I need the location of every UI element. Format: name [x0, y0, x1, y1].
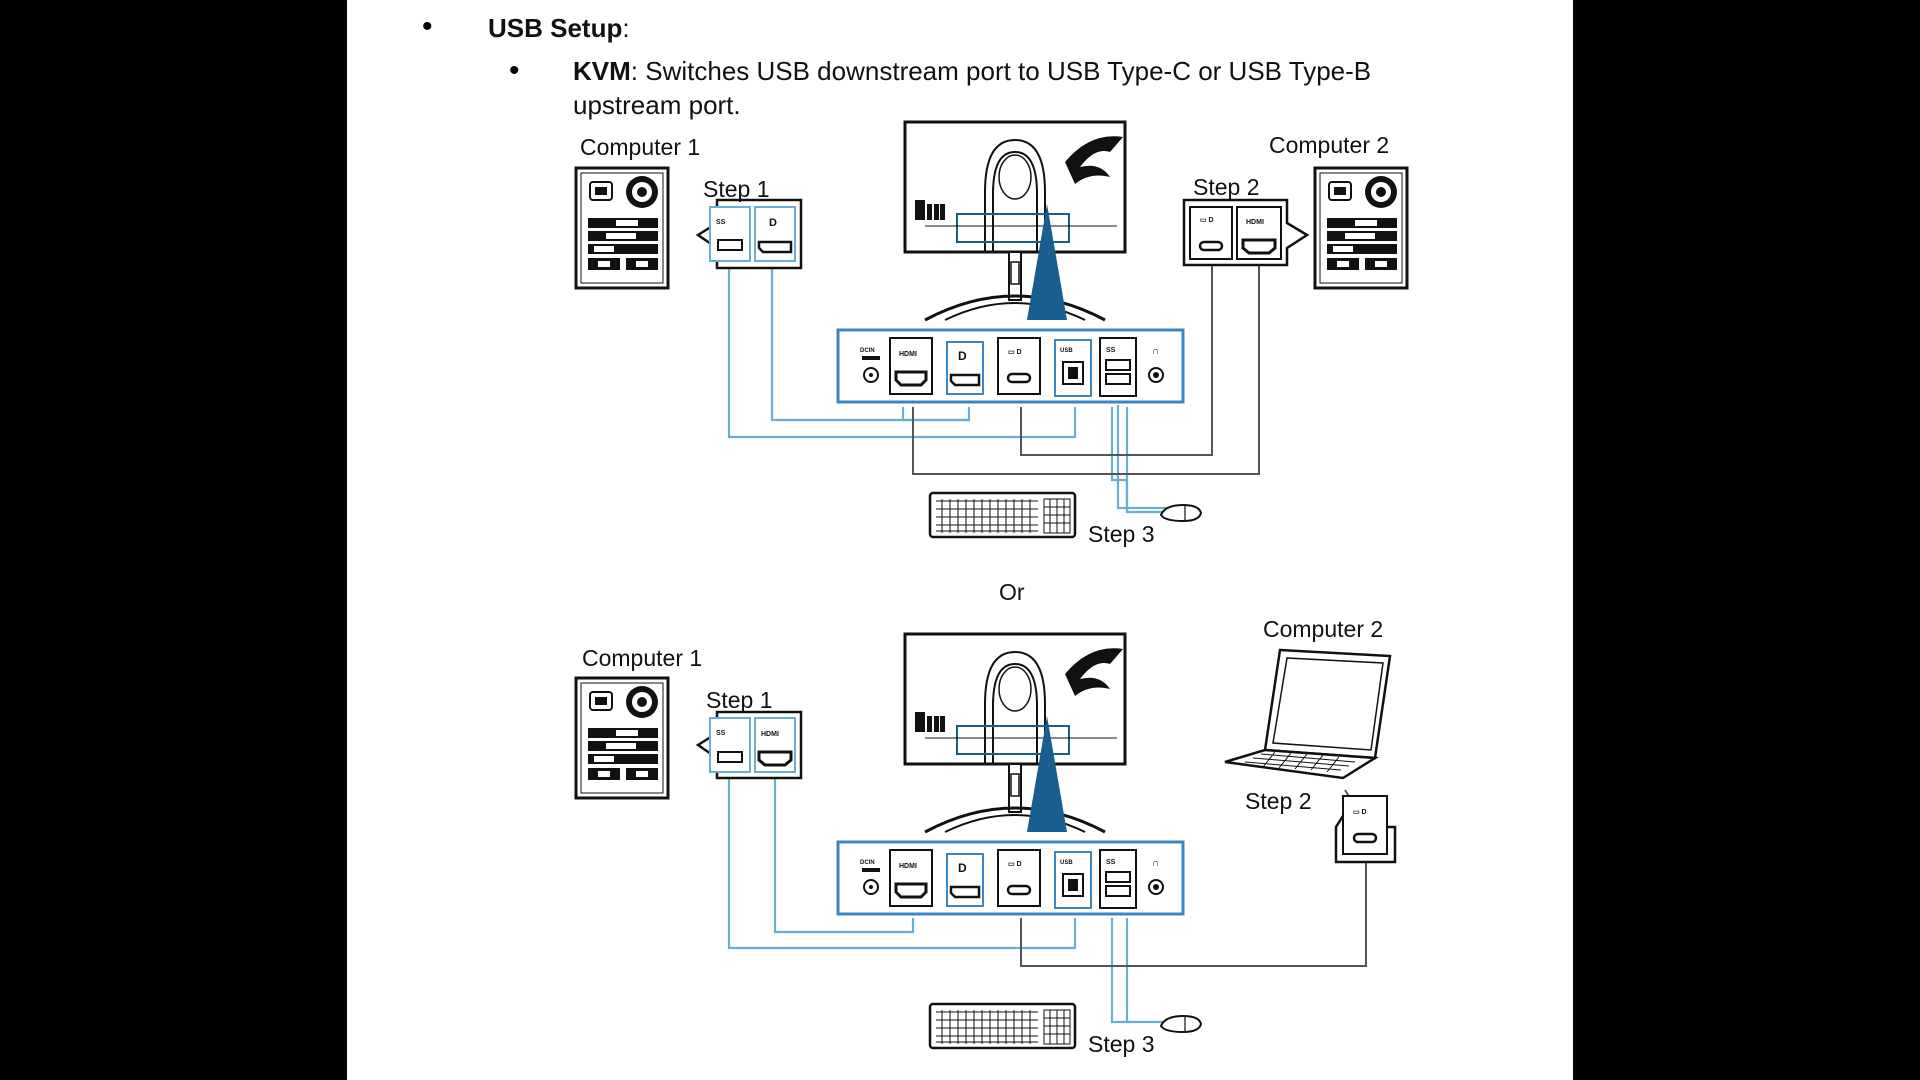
usb-setup-heading: USB Setup: — [488, 11, 630, 45]
kvm-desc-line1: Switches USB downstream port to USB Type… — [638, 56, 1372, 86]
keyboard-icon — [928, 491, 1077, 539]
step2-label-2: Step 2 — [1245, 788, 1312, 814]
or-separator: Or — [999, 579, 1025, 605]
step2-port-callout: ▭ D HDMI — [1182, 198, 1310, 267]
kvm-term: KVM — [573, 56, 631, 86]
step1-port-callout-2: SS HDMI — [695, 710, 803, 780]
step3-label: Step 3 — [1088, 521, 1155, 547]
heading-bullet: • — [422, 10, 433, 43]
svg-text:SS: SS — [716, 219, 726, 226]
svg-text:D: D — [769, 217, 777, 229]
usb-setup-colon: : — [622, 13, 630, 43]
monitor-port-panel-2 — [836, 840, 1185, 916]
computer2-label-2: Computer 2 — [1263, 616, 1383, 642]
mouse-icon-2 — [1160, 1015, 1202, 1033]
step3-label-2: Step 3 — [1088, 1031, 1155, 1057]
usb-setup-title: USB Setup — [488, 13, 623, 43]
diagram-kvm-desktop-laptop: SS HDMI ▭ D Computer 1 Computer 2 Step 1… — [574, 616, 1397, 1057]
computer1-tower-icon-2 — [574, 676, 670, 800]
monitor-rear-icon-2 — [903, 632, 1127, 834]
document-page: • USB Setup: • KVM: Switches USB downstr… — [347, 0, 1573, 1080]
step1-port-callout: SS D — [695, 198, 803, 270]
computer2-tower-icon — [1313, 166, 1409, 290]
cables-diagram2 — [727, 772, 1167, 1024]
diagram-kvm-two-desktops: SS D ▭ D HDMI Computer 1 Computer 2 Step… — [574, 120, 1409, 547]
kvm-desc-line2: upstream port. — [573, 90, 741, 120]
svg-text:HDMI: HDMI — [1246, 219, 1264, 226]
computer2-label: Computer 2 — [1269, 132, 1389, 158]
kvm-connection-diagram: DCIN HDMI D ▭ D USB SS — [574, 120, 1409, 1057]
monitor-rear-icon — [903, 120, 1127, 322]
computer1-label-2: Computer 1 — [582, 645, 702, 671]
kvm-bullet: • — [509, 54, 520, 87]
step1-label: Step 1 — [703, 176, 770, 202]
step2-port-callout-2: ▭ D — [1334, 795, 1397, 864]
svg-text:HDMI: HDMI — [761, 731, 779, 738]
step1-label-2: Step 1 — [706, 687, 773, 713]
svg-text:▭ D: ▭ D — [1200, 217, 1214, 224]
svg-text:▭ D: ▭ D — [1353, 809, 1367, 816]
mouse-icon — [1160, 504, 1202, 522]
kvm-line1: KVM: Switches USB downstream port to USB… — [573, 54, 1371, 88]
dark-cables-diagram1 — [912, 262, 1260, 475]
svg-text:SS: SS — [716, 730, 726, 737]
computer1-tower-icon — [574, 166, 670, 290]
step2-label: Step 2 — [1193, 174, 1260, 200]
computer1-label: Computer 1 — [580, 134, 700, 160]
laptop-icon — [1223, 648, 1392, 780]
monitor-port-panel — [836, 328, 1185, 404]
kvm-colon: : — [630, 56, 639, 86]
keyboard-icon-2 — [928, 1002, 1077, 1050]
